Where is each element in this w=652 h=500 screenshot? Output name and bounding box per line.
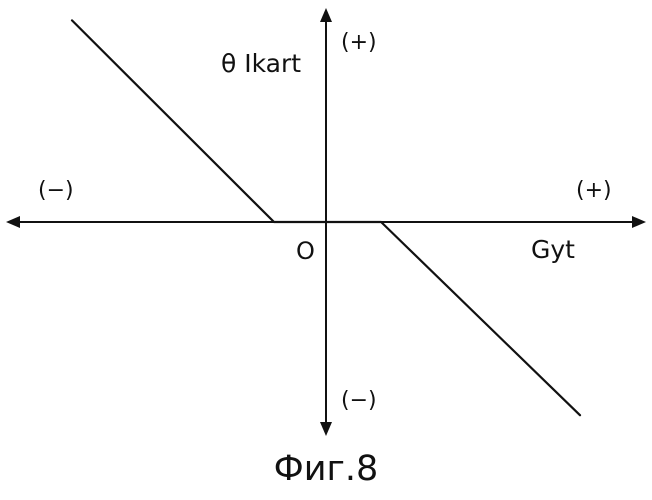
x-axis-arrow-left	[6, 216, 20, 228]
x-negative-label: (−)	[38, 178, 74, 203]
origin-label: O	[296, 237, 315, 265]
y-axis-arrow-bottom	[320, 422, 332, 436]
y-positive-label: (+)	[341, 30, 377, 55]
figure-caption: Фиг.8	[274, 449, 379, 489]
x-positive-label: (+)	[576, 178, 612, 203]
x-axis-arrow-right	[632, 216, 646, 228]
y-axis-label: θ Ikart	[221, 49, 301, 78]
y-axis-arrow-top	[320, 8, 332, 22]
x-axis-label: Gyt	[531, 235, 575, 264]
y-negative-label: (−)	[341, 388, 377, 413]
